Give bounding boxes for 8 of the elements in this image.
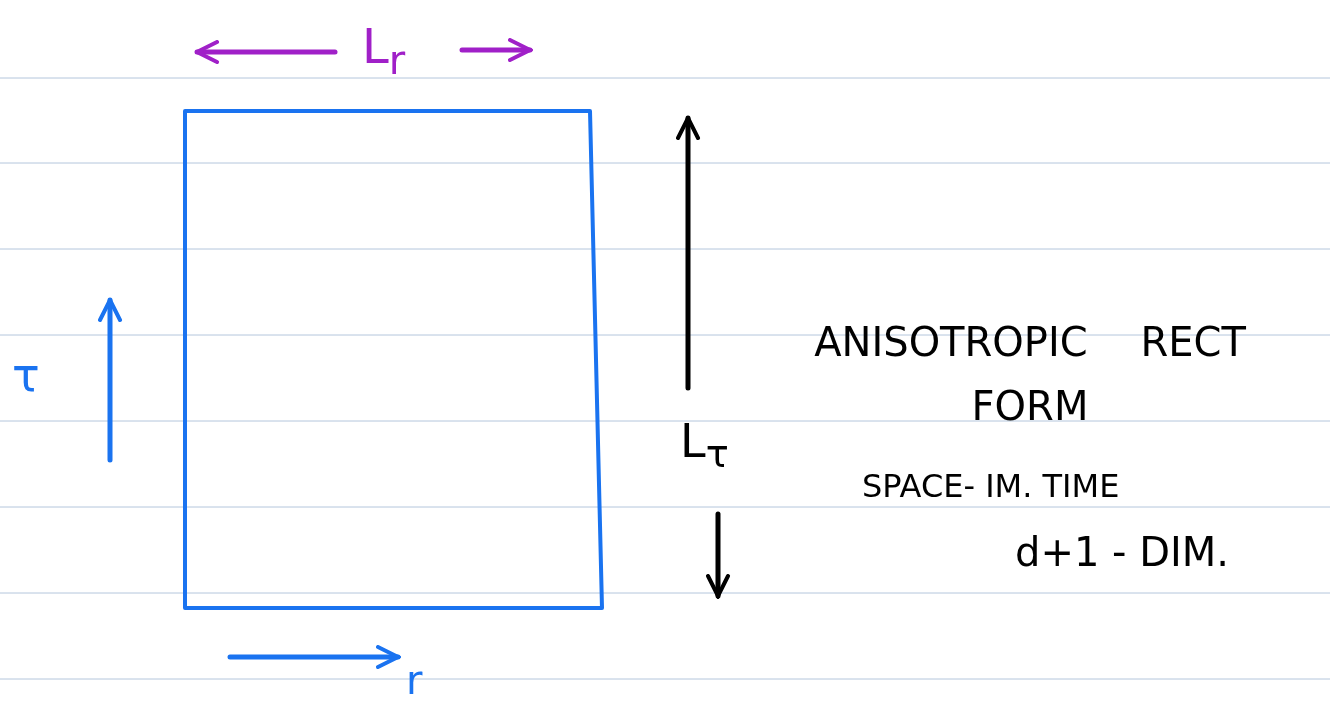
dimension-label: L$_{τ}$ — [680, 418, 729, 474]
axis-label: τ — [12, 352, 40, 398]
note-text: d+1 - DIM. — [1015, 532, 1230, 572]
note-text: ANISOTROPIC RECT FORM — [813, 318, 1247, 431]
dimension-label: L$_{r}$ — [362, 22, 406, 80]
axis-label: r — [406, 660, 423, 700]
note-text: SPACE- IM. TIME — [862, 470, 1120, 502]
rectangle-shape — [183, 109, 605, 611]
